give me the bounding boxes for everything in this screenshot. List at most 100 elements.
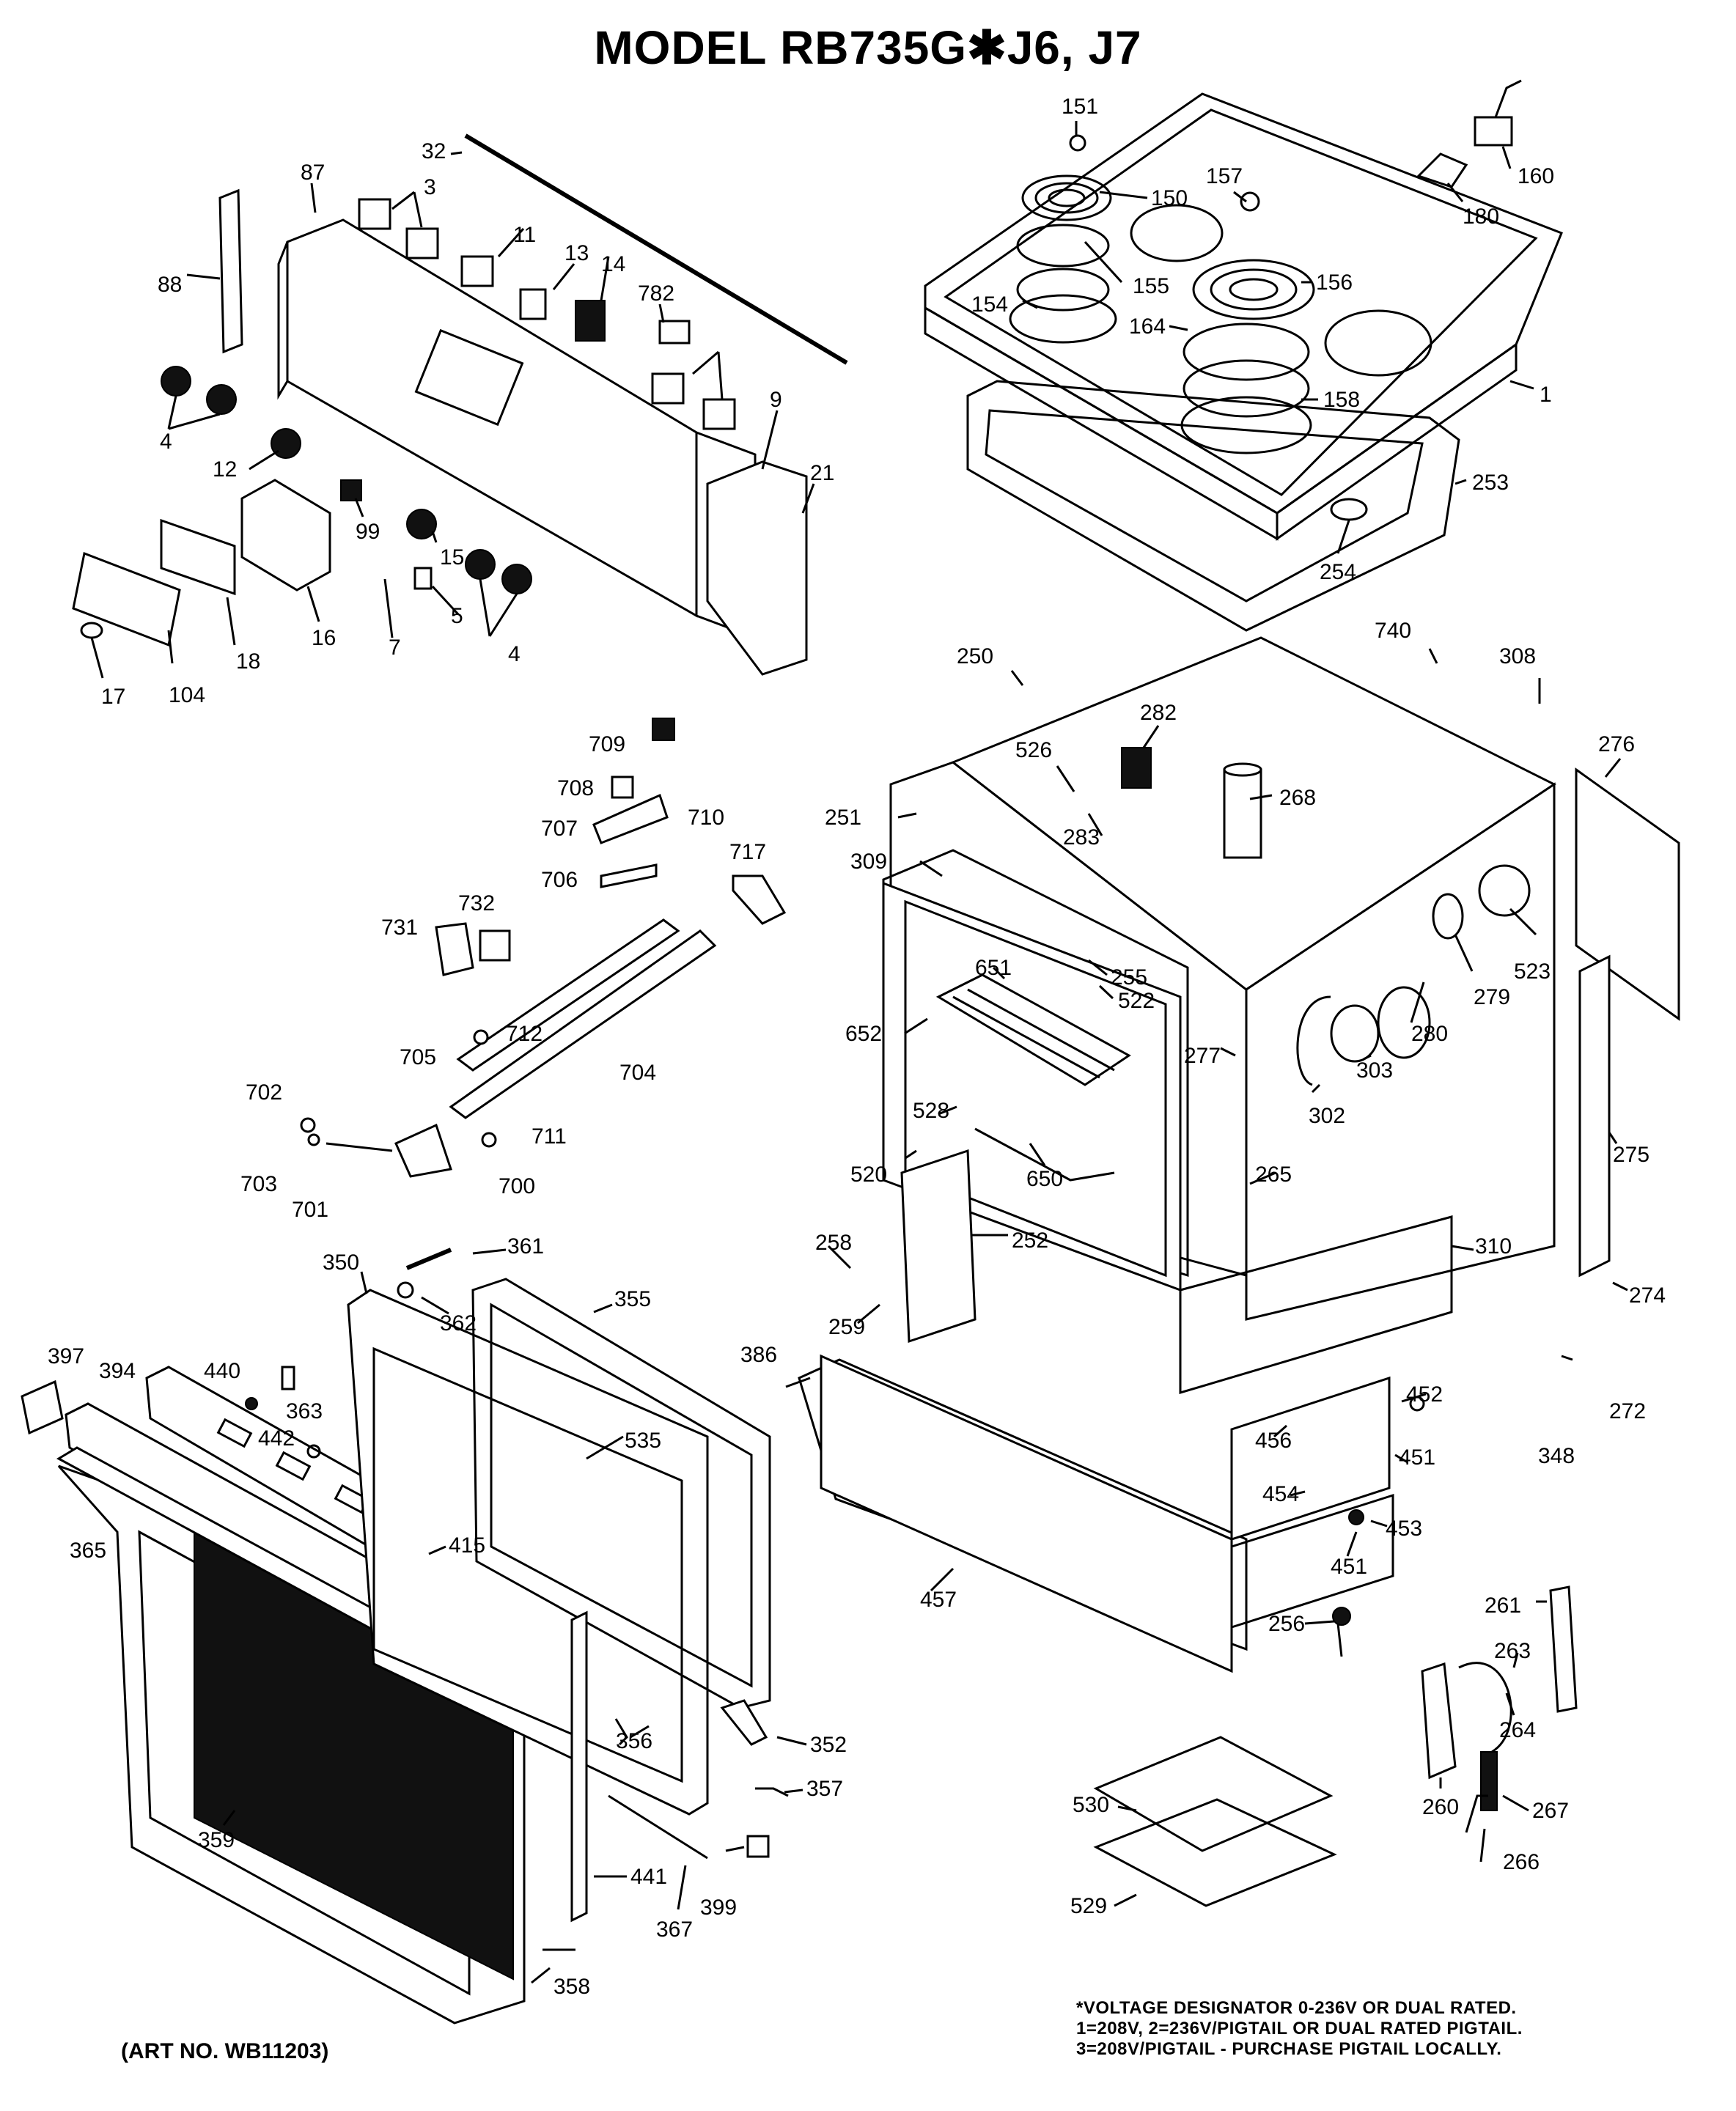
part-label-253: 253 (1472, 471, 1509, 495)
part-label-526: 526 (1015, 738, 1052, 762)
part-label-255: 255 (1111, 965, 1147, 990)
part-label-155: 155 (1133, 274, 1169, 298)
part-label-279: 279 (1474, 985, 1510, 1009)
part-label-705: 705 (400, 1045, 436, 1069)
part-label-712: 712 (506, 1022, 542, 1046)
part-label-362: 362 (440, 1311, 477, 1336)
part-label-258: 258 (815, 1231, 852, 1255)
part-label-3: 3 (424, 175, 436, 199)
part-label-21: 21 (810, 461, 834, 485)
part-label-99: 99 (356, 520, 380, 544)
part-label-700: 700 (499, 1174, 535, 1198)
part-label-702: 702 (246, 1080, 282, 1105)
part-label-454: 454 (1262, 1482, 1299, 1506)
part-label-397: 397 (48, 1344, 84, 1368)
part-label-359: 359 (198, 1828, 235, 1852)
part-label-308: 308 (1499, 644, 1536, 668)
part-label-706: 706 (541, 868, 578, 892)
part-label-32: 32 (422, 139, 446, 163)
part-label-1: 1 (1540, 383, 1552, 407)
part-label-277: 277 (1184, 1044, 1221, 1068)
part-label-276: 276 (1598, 732, 1635, 756)
part-label-261: 261 (1485, 1594, 1521, 1618)
part-label-14: 14 (601, 252, 625, 276)
part-label-7: 7 (389, 635, 401, 660)
leader-lines (90, 121, 1628, 1984)
part-label-12: 12 (213, 457, 237, 482)
part-label-441: 441 (630, 1865, 667, 1889)
part-label-260: 260 (1422, 1795, 1459, 1819)
part-label-451b: 451 (1331, 1555, 1367, 1579)
part-label-394: 394 (99, 1359, 136, 1383)
part-label-740: 740 (1375, 619, 1411, 643)
oven-door-assembly (21, 1248, 789, 2025)
part-label-732: 732 (458, 891, 495, 915)
part-label-701: 701 (292, 1198, 328, 1222)
oven-body-assembly (882, 636, 1680, 1395)
part-label-180: 180 (1463, 205, 1499, 229)
part-label-4: 4 (160, 430, 172, 454)
part-label-251: 251 (825, 806, 861, 830)
drawer-assembly (798, 1354, 1578, 1907)
part-label-266: 266 (1503, 1850, 1540, 1874)
part-label-256: 256 (1268, 1612, 1305, 1636)
part-label-265: 265 (1255, 1163, 1292, 1187)
part-label-453: 453 (1386, 1517, 1422, 1541)
part-label-group: 151 160 32 87 3 11 13 14 782 150 157 180… (48, 95, 1666, 1999)
part-label-268: 268 (1279, 786, 1316, 810)
part-label-16: 16 (312, 626, 336, 650)
part-label-302: 302 (1309, 1104, 1345, 1128)
control-panel-assembly (72, 133, 848, 676)
part-label-363: 363 (286, 1399, 323, 1423)
part-label-355: 355 (614, 1287, 651, 1311)
note-line: 1=208V, 2=236V/PIGTAIL OR DUAL RATED PIG… (1076, 2019, 1523, 2038)
part-label-5: 5 (451, 604, 463, 628)
part-label-356: 356 (616, 1729, 652, 1753)
part-label-707: 707 (541, 817, 578, 841)
part-label-280: 280 (1411, 1022, 1448, 1046)
part-label-15: 15 (440, 545, 464, 570)
part-label-708: 708 (557, 776, 594, 800)
part-label-440: 440 (204, 1359, 240, 1383)
part-label-710: 710 (688, 806, 724, 830)
part-label-704: 704 (619, 1061, 656, 1085)
part-label-87: 87 (301, 161, 325, 185)
part-label-456: 456 (1255, 1429, 1292, 1453)
part-label-158: 158 (1323, 388, 1360, 412)
part-label-782: 782 (638, 281, 674, 306)
part-label-386: 386 (740, 1343, 777, 1367)
part-label-157: 157 (1206, 164, 1243, 188)
part-label-530: 530 (1073, 1793, 1109, 1817)
part-label-11: 11 (513, 223, 536, 247)
cooktop-assembly (924, 79, 1563, 632)
voltage-designator-note: *VOLTAGE DESIGNATOR 0-236V OR DUAL RATED… (1076, 1998, 1523, 2060)
part-label-275: 275 (1613, 1143, 1649, 1167)
part-label-272: 272 (1609, 1399, 1646, 1423)
part-label-259: 259 (828, 1315, 865, 1339)
part-label-250: 250 (957, 644, 993, 668)
part-label-88: 88 (158, 273, 182, 297)
part-label-263: 263 (1494, 1639, 1531, 1663)
part-label-442: 442 (258, 1426, 295, 1451)
part-label-529: 529 (1070, 1894, 1107, 1918)
part-label-254: 254 (1320, 560, 1356, 584)
part-label-711: 711 (532, 1124, 567, 1149)
part-label-17: 17 (101, 685, 125, 709)
part-label-303: 303 (1356, 1058, 1393, 1083)
part-label-358: 358 (553, 1975, 590, 1999)
part-label-160: 160 (1518, 164, 1554, 188)
part-label-703: 703 (240, 1172, 277, 1196)
note-line: *VOLTAGE DESIGNATOR 0-236V OR DUAL RATED… (1076, 1998, 1517, 2018)
part-label-282: 282 (1140, 701, 1177, 725)
part-label-367: 367 (656, 1917, 693, 1942)
part-label-9: 9 (770, 388, 782, 412)
part-label-520: 520 (850, 1163, 887, 1187)
part-label-361: 361 (507, 1234, 544, 1259)
part-label-357: 357 (806, 1777, 843, 1801)
part-label-283: 283 (1063, 825, 1100, 850)
part-label-709: 709 (589, 732, 625, 756)
part-label-151: 151 (1062, 95, 1098, 119)
part-label-267: 267 (1532, 1799, 1569, 1823)
part-label-535: 535 (625, 1429, 661, 1453)
